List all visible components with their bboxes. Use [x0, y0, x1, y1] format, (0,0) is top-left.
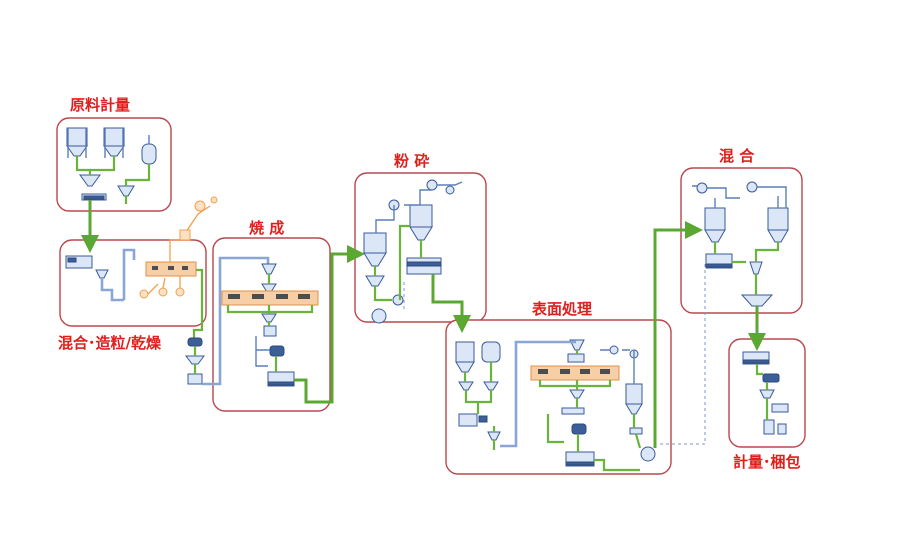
surface-treatment-equipment — [455, 339, 656, 467]
label-weigh-pack: 計量･梱包 — [733, 453, 801, 471]
weigh-pack-equipment — [742, 351, 789, 435]
grinding-equipment — [363, 179, 455, 324]
label-firing: 焼 成 — [249, 219, 284, 237]
section-box-surface-treatment — [445, 319, 672, 475]
label-mix-granulate-dry: 混合･造粒/乾燥 — [58, 334, 162, 352]
mix-granulate-equipment — [65, 196, 218, 302]
feeder-icon — [187, 373, 203, 385]
section-box-firing — [212, 237, 331, 412]
mixer-unit — [187, 337, 203, 347]
hopper-icon — [185, 355, 205, 365]
label-grinding: 粉 砕 — [394, 152, 429, 170]
firing-equipment — [221, 263, 319, 387]
label-raw-weighing: 原料計量 — [70, 96, 130, 114]
label-mixing: 混 合 — [719, 147, 755, 165]
section-box-mixing — [680, 167, 803, 314]
label-surface-treatment: 表面処理 — [532, 300, 592, 318]
mixing-equipment — [696, 181, 789, 307]
